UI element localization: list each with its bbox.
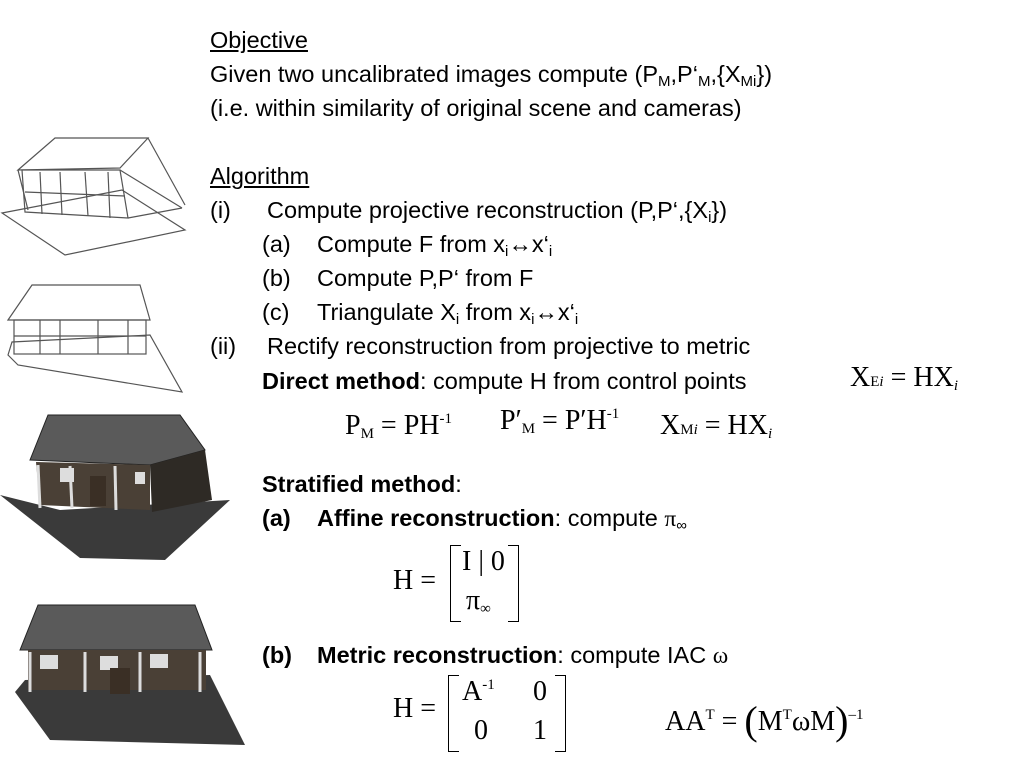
h-affine-row-2: π∞ <box>466 585 491 617</box>
step-a-number: (a) <box>262 231 291 257</box>
h-affine-left-bracket <box>450 545 461 622</box>
h-metric-r1c1: A-1 <box>462 676 495 707</box>
wireframe-house-view-1 <box>0 137 187 256</box>
step-a-text: Compute F from xi↔x‘i <box>317 231 553 260</box>
stratified-b-text: Metric reconstruction: compute IAC ω <box>317 642 729 669</box>
step-i-text: Compute projective reconstruction (P,P‘,… <box>267 197 728 226</box>
equation-p-prime-m: P′M = P′H-1 <box>500 405 620 437</box>
stratified-a-text: Affine reconstruction: compute π∞ <box>317 505 687 534</box>
equation-xm: XMi = HXi <box>660 410 773 442</box>
h-affine-row-1: I | 0 <box>462 546 505 577</box>
h-metric-lhs: H = <box>393 693 437 724</box>
wireframe-house-view-2 <box>6 284 184 393</box>
algorithm-heading: Algorithm <box>210 163 310 189</box>
objective-heading: Objective <box>210 27 308 53</box>
stratified-b-number: (b) <box>262 642 293 668</box>
equation-pm: PM = PH-1 <box>345 410 453 442</box>
stratified-heading: Stratified method: <box>262 471 462 497</box>
step-b-text: Compute P,P‘ from F <box>317 265 534 291</box>
objective-line-1: Given two uncalibrated images compute (P… <box>210 61 773 90</box>
textured-house-view-1 <box>0 414 230 560</box>
h-metric-r2c1: 0 <box>474 715 488 746</box>
h-metric-r2c2: 1 <box>533 715 547 746</box>
objective-line-2: (i.e. within similarity of original scen… <box>210 95 742 121</box>
textured-house-view-2 <box>15 604 245 745</box>
direct-method-line: Direct method: compute H from control po… <box>262 368 747 394</box>
h-metric-right-bracket <box>555 675 566 752</box>
step-ii-number: (ii) <box>210 333 237 359</box>
step-c-number: (c) <box>262 299 290 325</box>
equation-control-points: XEi = HXi <box>850 362 958 394</box>
h-metric-left-bracket <box>448 675 459 752</box>
step-ii-text: Rectify reconstruction from projective t… <box>267 333 751 359</box>
step-i-number: (i) <box>210 197 231 223</box>
step-c-text: Triangulate Xi from xi↔x‘i <box>317 299 579 328</box>
h-affine-right-bracket <box>508 545 519 622</box>
h-metric-r1c2: 0 <box>533 676 547 707</box>
step-b-number: (b) <box>262 265 291 291</box>
stratified-a-number: (a) <box>262 505 291 531</box>
h-affine-lhs: H = <box>393 565 437 596</box>
equation-aat: AAT = (MTωM)–1 <box>665 698 864 743</box>
